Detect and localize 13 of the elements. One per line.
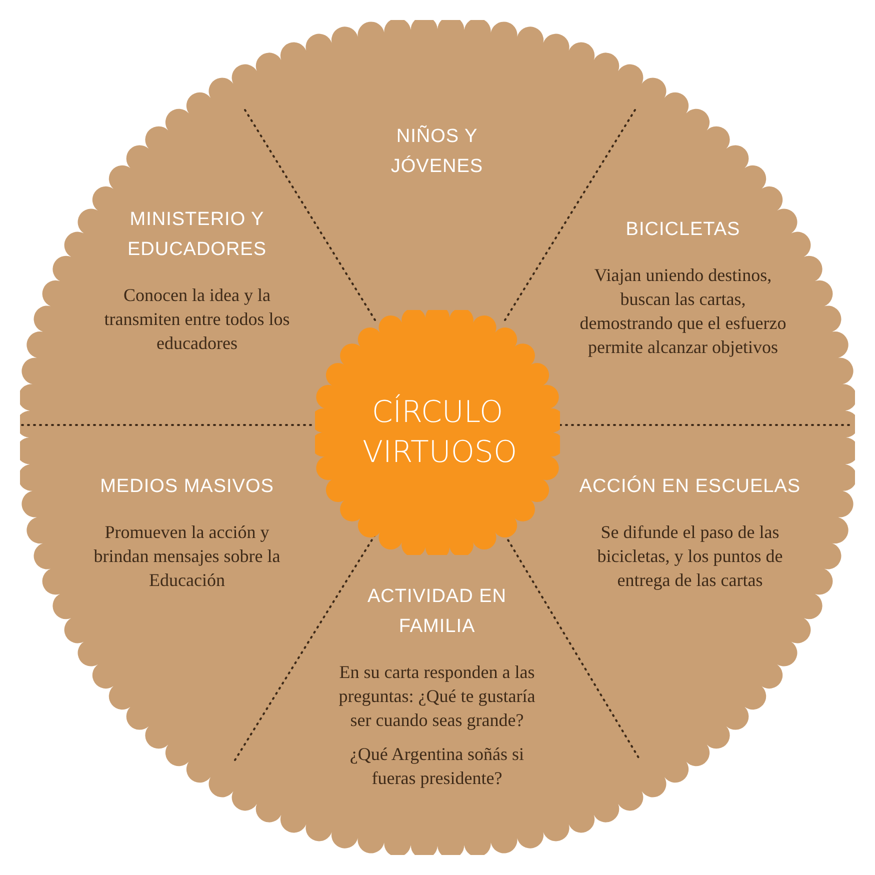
segment-heading: MEDIOS MASIVOS bbox=[100, 475, 274, 499]
segment-heading: NIÑOS Y JÓVENES bbox=[390, 124, 484, 179]
segment-description: En su carta responden a las preguntas: ¿Qué te gustaría ser cuando seas grande? bbox=[338, 661, 536, 732]
segment-description: Promueven la acción y brindan mensajes sobre la Educación bbox=[92, 521, 282, 592]
segment-description: Conocen la idea y la transmiten entre todos los educadores bbox=[103, 284, 291, 355]
segment-heading: BICICLETAS bbox=[626, 218, 740, 242]
center-title: CÍRCULO VIRTUOSO bbox=[362, 393, 512, 472]
segment-description: ¿Qué Argentina soñás si fueras presidente? bbox=[348, 743, 526, 790]
segment-heading: MINISTERIO Y EDUCADORES bbox=[126, 208, 268, 262]
segment-description: Se difunde el paso de las bicicletas, y los puntos de entrega de las cartas bbox=[596, 521, 784, 592]
segment-heading: ACCIÓN EN ESCUELAS bbox=[579, 474, 801, 499]
segment-description: Viajan uniendo destinos, buscan las cartas, demostrando que el esfuerzo permite alcanzar objetivos bbox=[578, 264, 788, 359]
segment-heading: ACTIVIDAD EN FAMILIA bbox=[367, 585, 507, 639]
